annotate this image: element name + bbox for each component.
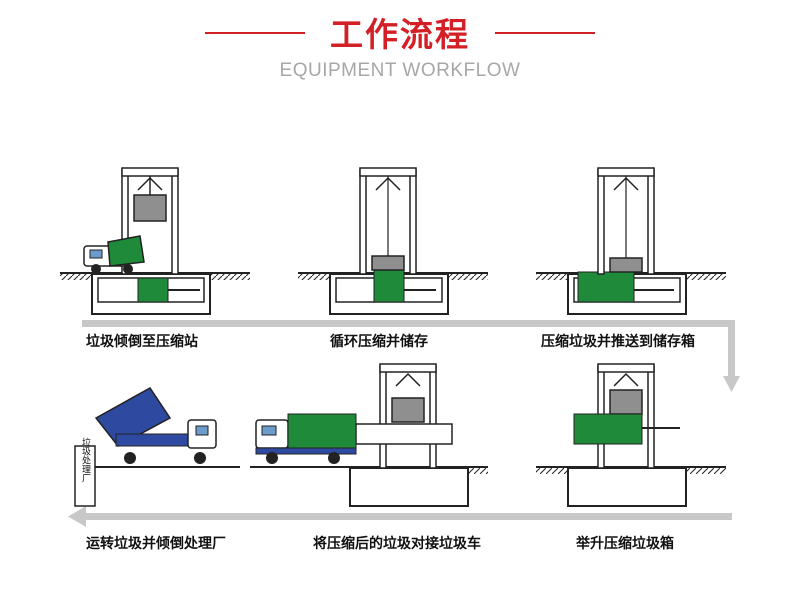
step-6-caption: 运转垃圾并倾倒处理厂 [86,536,226,552]
step-1-caption: 垃圾倾倒至压缩站 [86,334,198,350]
step-2-caption: 循环压缩并储存 [330,334,428,350]
step-6-illustration: 垃圾处理厂 [74,387,240,507]
step-1-illustration [60,167,250,315]
step-3-illustration [536,167,726,315]
step-4-caption: 举升压缩垃圾箱 [576,536,674,552]
step-2-illustration [298,167,488,315]
plant-sign-text: 垃圾处理厂 [80,436,91,483]
step-4-illustration [536,363,726,507]
step-5-caption: 将压缩后的垃圾对接垃圾车 [313,536,481,552]
page-subtitle: EQUIPMENT WORKFLOW [279,60,521,81]
page-title: 工作流程 [330,15,470,54]
flow-arrow-bottom [68,506,732,527]
flow-arrow-top [82,320,740,392]
plant-sign [74,445,96,507]
step-3-caption: 压缩垃圾并推送到储存箱 [541,334,695,350]
title-rule-left [205,32,305,34]
step-5-illustration [250,363,488,507]
title-rule-right [495,32,595,34]
